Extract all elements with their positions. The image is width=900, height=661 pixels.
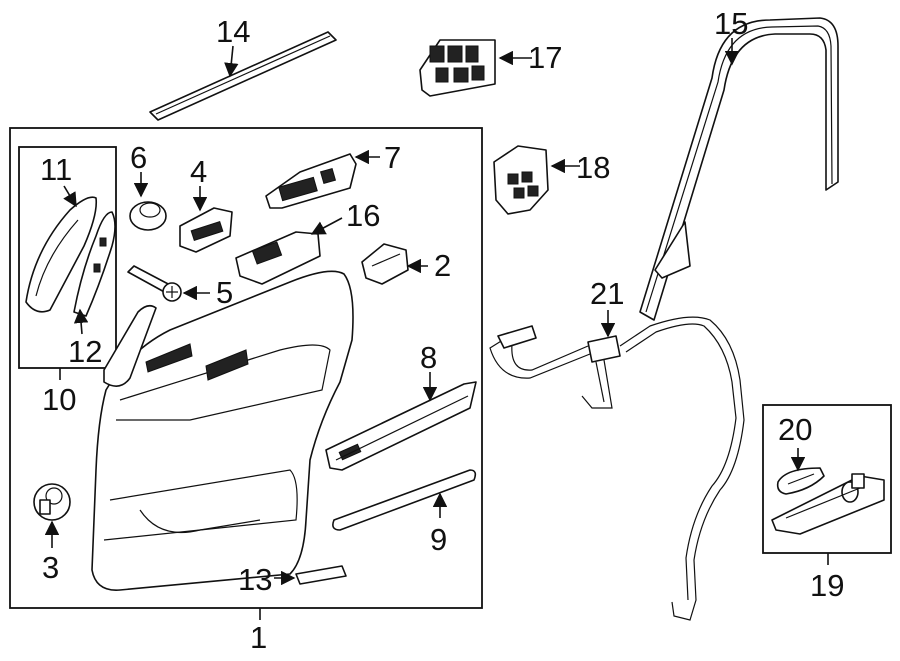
callout-19: 19 — [810, 568, 844, 603]
callout-4: 4 — [190, 154, 207, 189]
callout-2: 2 — [434, 248, 451, 283]
door-panel-assembly-box — [9, 127, 483, 609]
callout-17: 17 — [528, 40, 562, 75]
callout-10: 10 — [42, 382, 76, 417]
retainer-clip-part — [361, 243, 409, 285]
callout-14: 14 — [216, 14, 250, 49]
screw-part — [127, 265, 182, 302]
switch-bezel-part — [265, 153, 357, 209]
switch-assembly-part — [235, 231, 321, 285]
callout-21: 21 — [590, 276, 624, 311]
callout-11: 11 — [40, 152, 72, 187]
handle-bezel-part — [179, 207, 233, 253]
push-pin-part — [33, 483, 71, 521]
handle-bracket-part — [771, 473, 885, 535]
callout-12: 12 — [68, 334, 102, 369]
handle-trim-right-part — [73, 211, 116, 317]
outside-handle-part — [776, 467, 825, 495]
belt-molding-part — [149, 31, 337, 121]
label-plate-part — [295, 565, 347, 585]
callout-1: 1 — [250, 620, 267, 655]
callout-16: 16 — [346, 198, 380, 233]
callout-7: 7 — [384, 140, 401, 175]
lower-trim-strip-part — [332, 469, 477, 531]
callout-20: 20 — [778, 412, 812, 447]
plug-part — [129, 201, 167, 231]
window-switch-part — [419, 39, 496, 97]
callout-9: 9 — [430, 522, 447, 557]
callout-15: 15 — [714, 6, 748, 41]
weatherstrip-part — [639, 17, 839, 321]
armrest-trim-part — [325, 381, 477, 471]
seat-switch-part — [493, 145, 549, 215]
callout-3: 3 — [42, 550, 59, 585]
callout-18: 18 — [576, 150, 610, 185]
callout-6: 6 — [130, 140, 147, 175]
door-trim-panel-part — [91, 270, 354, 591]
handle-assembly-box — [762, 404, 892, 554]
wiring-harness-part — [489, 316, 745, 621]
handle-trim-left-part — [25, 196, 98, 313]
callout-5: 5 — [216, 275, 233, 310]
handle-trim-subassembly-box — [18, 146, 117, 369]
callout-8: 8 — [420, 340, 437, 375]
callout-13: 13 — [238, 562, 272, 597]
